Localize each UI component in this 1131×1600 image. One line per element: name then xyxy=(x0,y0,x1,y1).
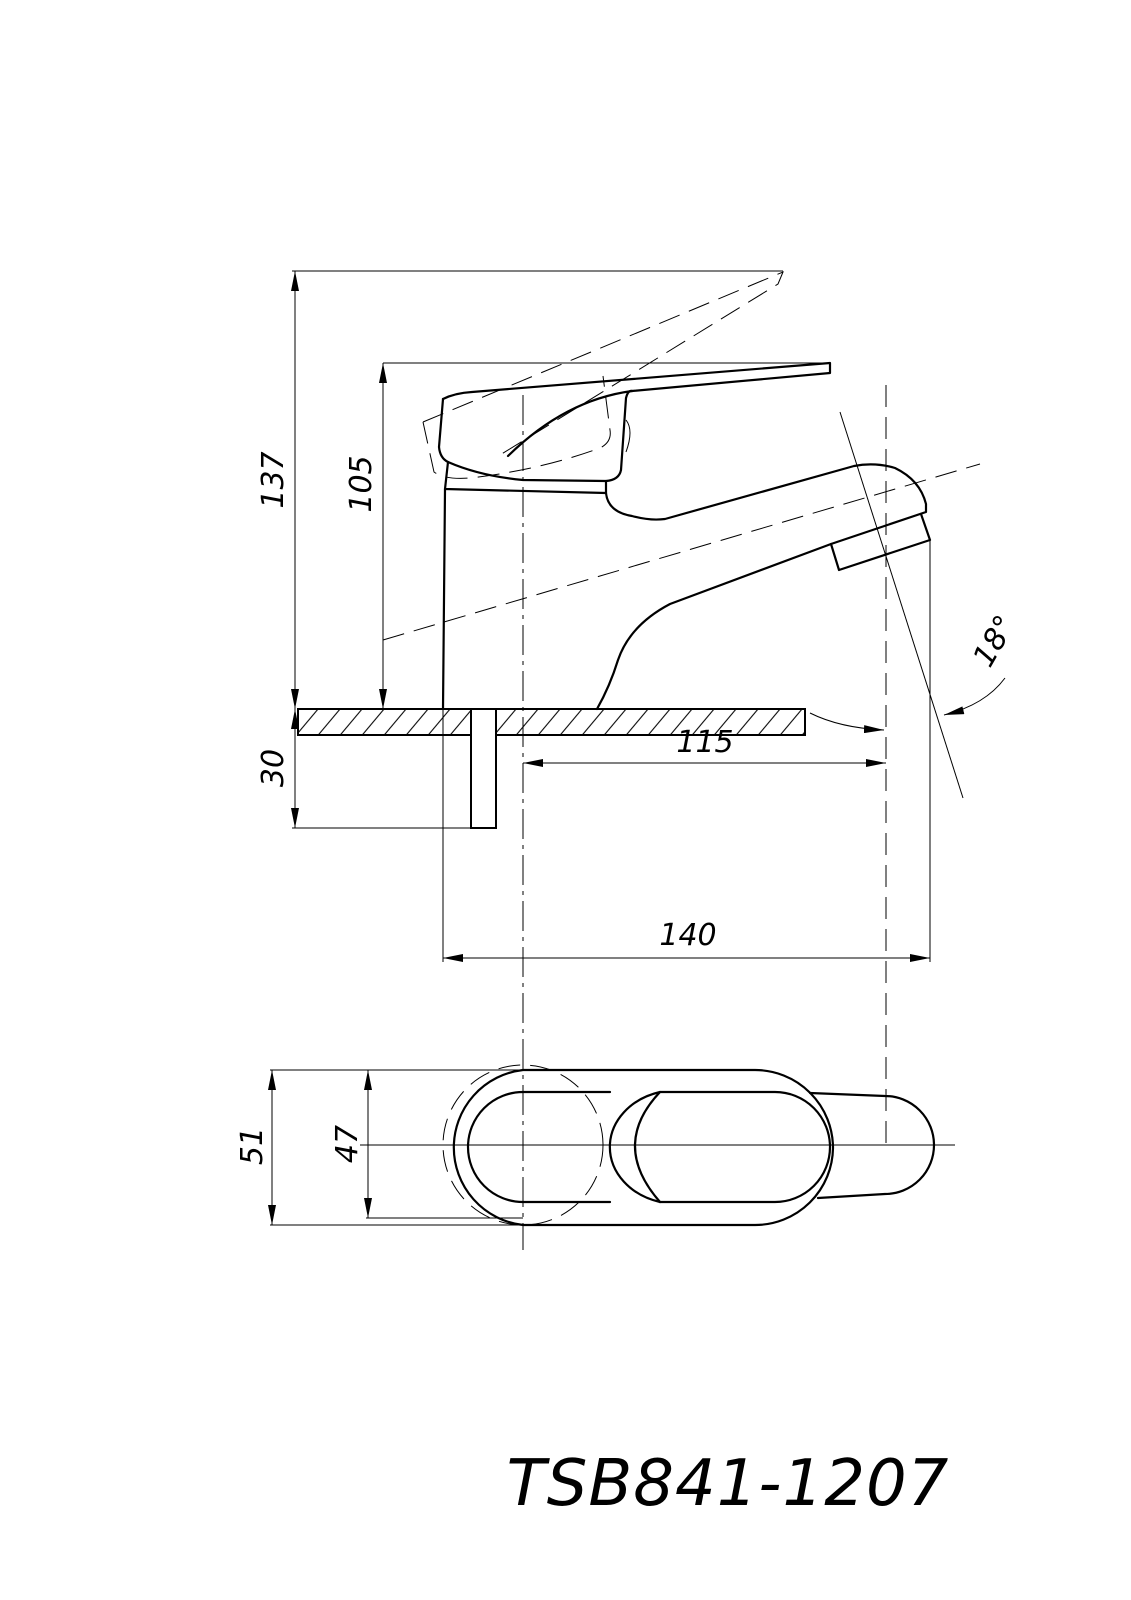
lever-handle xyxy=(441,361,832,401)
dim-base-width: 51 xyxy=(235,1127,270,1165)
aerator xyxy=(829,512,932,572)
dim-spout-angle: 18° xyxy=(966,609,1023,673)
dim-spout-reach: 115 xyxy=(676,725,733,760)
faucet-side-view xyxy=(422,271,932,711)
supply-pipe xyxy=(470,708,497,829)
angle-reference-line xyxy=(839,411,964,799)
phantom-circle xyxy=(442,1064,604,1226)
body-edge xyxy=(441,487,447,711)
mounting-surface xyxy=(297,708,806,736)
collar xyxy=(443,460,608,495)
dim-total-height: 137 xyxy=(256,451,291,508)
faucet-top-view xyxy=(360,1064,955,1227)
angle-arc-right xyxy=(943,677,1006,716)
handle-body xyxy=(437,389,634,483)
handle-inner-curve xyxy=(506,389,634,458)
dim-body-width: 47 xyxy=(330,1125,365,1163)
top-handle-outline xyxy=(608,1090,832,1204)
angle-arc-left xyxy=(809,712,885,734)
top-left-inner xyxy=(466,1090,612,1204)
spout-underside xyxy=(595,542,833,711)
model-code: TSB841-1207 xyxy=(507,1447,950,1521)
lever-open-phantom xyxy=(422,271,784,479)
spout-axis xyxy=(382,463,981,641)
dim-mount-thickness: 30 xyxy=(256,749,291,787)
dim-spout-height: 105 xyxy=(344,455,379,512)
top-outer-outline xyxy=(452,1068,835,1227)
spout xyxy=(604,463,928,546)
dim-overall-length: 140 xyxy=(659,918,716,953)
top-spout-nose xyxy=(808,1091,936,1200)
